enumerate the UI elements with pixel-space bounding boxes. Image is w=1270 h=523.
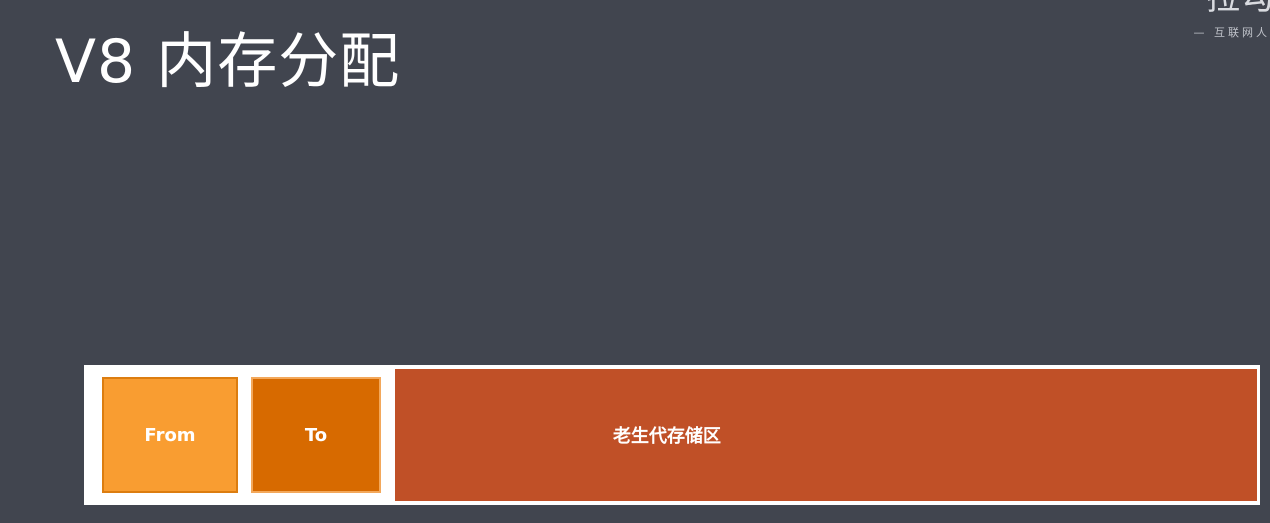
slide-title: V8 内存分配 <box>55 27 401 97</box>
old-generation-block: 老生代存储区 <box>395 369 1257 501</box>
memory-layout-diagram: From To 老生代存储区 <box>84 365 1260 505</box>
to-space-block: To <box>251 377 381 493</box>
watermark-logo: 拉勾 — 互联网人 <box>1190 0 1270 48</box>
watermark-logo-text: 拉勾 <box>1206 0 1270 18</box>
old-generation-label: 老生代存储区 <box>613 426 721 447</box>
from-space-label: From <box>144 424 196 446</box>
watermark-tagline: — 互联网人 <box>1193 26 1270 39</box>
to-space-label: To <box>304 424 328 446</box>
from-space-block: From <box>102 377 238 493</box>
